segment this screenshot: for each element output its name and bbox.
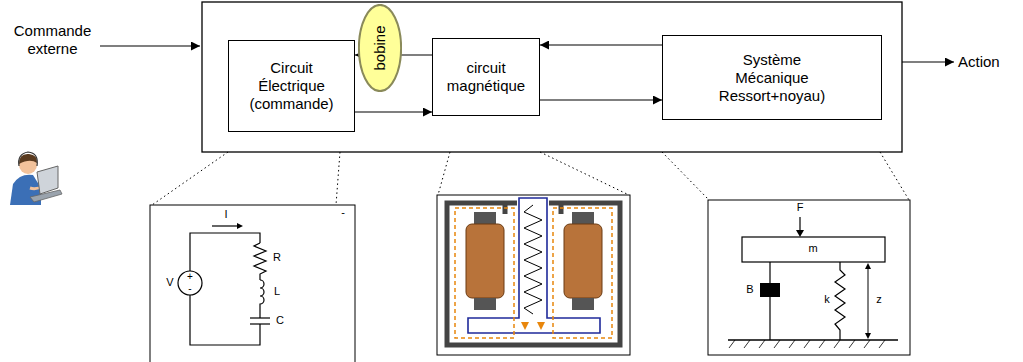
flux-loop	[455, 208, 514, 338]
current-label: I	[224, 208, 227, 221]
leader-line	[438, 152, 450, 195]
output-arrow	[902, 61, 954, 62]
force-arrow	[799, 217, 800, 231]
displacement-label: z	[876, 293, 882, 306]
flow-arrow	[540, 44, 662, 45]
voltage-source-symbol	[178, 271, 202, 295]
inset-frame	[708, 200, 910, 355]
system-frame	[202, 2, 902, 152]
spring-symbol	[524, 205, 542, 314]
input-label: Commande externe	[5, 22, 100, 58]
pole-piece	[474, 298, 496, 310]
wire	[190, 295, 260, 345]
flux-loop	[553, 208, 612, 338]
capacitor-symbol	[250, 317, 270, 318]
polarity-sign: +	[187, 271, 193, 283]
inset-frame	[437, 195, 630, 355]
flow-arrow	[540, 99, 662, 100]
node-text: bobine	[371, 25, 389, 70]
damper-rod	[769, 297, 770, 340]
coil	[466, 224, 504, 298]
damper-symbol	[760, 283, 780, 297]
leader-line	[540, 152, 629, 195]
flux-arrow	[537, 322, 545, 330]
ellipse-shape	[359, 5, 401, 91]
rlc-circuit-illustration	[150, 205, 355, 362]
capacitor-symbol	[250, 323, 270, 324]
node-text: Circuit Électrique (commande)	[242, 59, 342, 113]
inductor-symbol	[260, 280, 264, 318]
inset-frame	[150, 205, 355, 362]
damper-label: B	[746, 283, 753, 296]
laptop-base	[30, 190, 62, 202]
force-label: F	[797, 201, 804, 214]
voltage-label: V	[166, 276, 173, 289]
dimension-line	[868, 268, 869, 334]
leader-line	[336, 152, 340, 205]
polarity-sign: -	[188, 283, 191, 295]
sign-mark: -	[341, 206, 345, 219]
resistor-label: R	[273, 251, 281, 264]
mass-label: m	[808, 242, 817, 255]
user-icon	[10, 152, 62, 205]
mechanical-system-box: Système Mécanique Ressort+noyau)	[662, 35, 882, 120]
damper-rod	[769, 262, 770, 283]
plunger	[468, 198, 600, 333]
pole-piece	[572, 298, 594, 310]
leader-line	[880, 152, 909, 200]
wire	[190, 233, 260, 271]
node-text: Système Mécanique Ressort+noyau)	[710, 51, 835, 105]
dimension-arrowhead	[865, 263, 871, 269]
dimension-arrowhead	[865, 333, 871, 339]
capacitor-label: C	[276, 314, 284, 327]
ground-hatching	[729, 340, 885, 348]
inductor-label: L	[274, 285, 280, 298]
current-arrowhead	[237, 223, 243, 229]
spring-label: k	[824, 293, 830, 306]
user-headset	[19, 152, 38, 166]
leader-line	[152, 152, 228, 205]
mass-spring-damper-illustration	[708, 200, 910, 355]
leader-line	[662, 152, 709, 200]
ground-line	[728, 339, 898, 341]
spring-symbol	[835, 262, 845, 340]
coil	[564, 224, 602, 298]
flux-arrow	[521, 322, 529, 330]
control-circuit-box: Circuit Électrique (commande)	[228, 40, 355, 132]
flux-lines	[455, 208, 612, 338]
magnetic-circuit-illustration	[437, 195, 630, 355]
input-arrow	[100, 45, 200, 46]
coil-ellipse: bobine	[358, 4, 402, 92]
flow-arrow	[355, 111, 432, 112]
current-arrow	[212, 225, 238, 226]
magnetic-circuit-box: circuit magnétique	[432, 38, 540, 116]
node-text: circuit magnétique	[439, 59, 534, 95]
force-arrowhead	[796, 230, 804, 237]
mass-block	[742, 237, 885, 262]
output-label: Action	[958, 53, 1000, 71]
laptop-screen	[37, 166, 58, 194]
resistor-symbol	[254, 243, 266, 280]
